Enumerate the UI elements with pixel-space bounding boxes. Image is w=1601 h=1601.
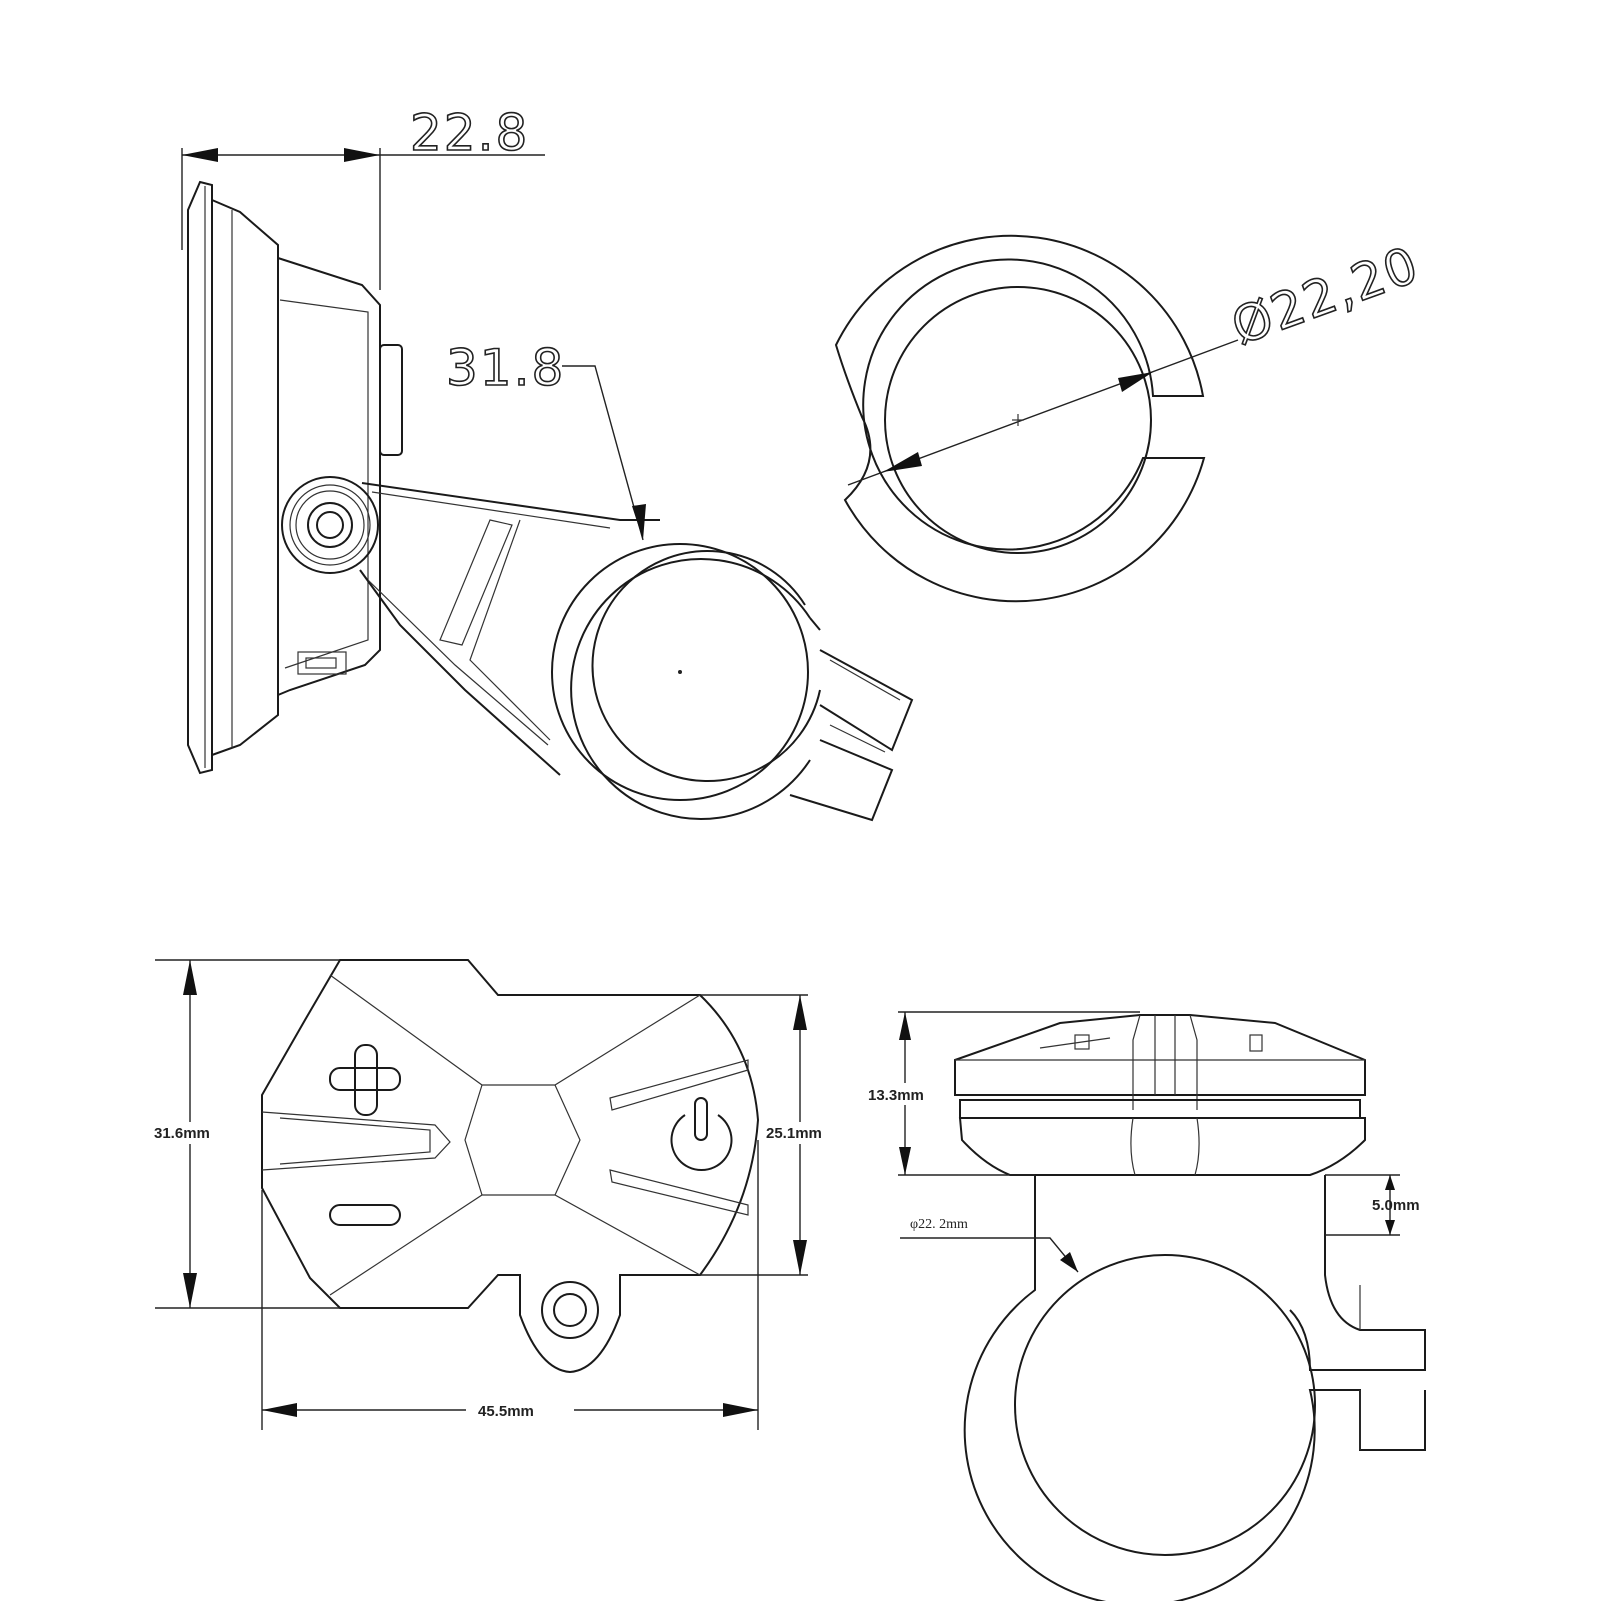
- head-height-label: 13.3mm: [868, 1087, 924, 1104]
- clamp-body: [963, 1175, 1426, 1601]
- width-label: 22.8: [410, 104, 529, 162]
- gap-label: 5.0mm: [1372, 1197, 1420, 1214]
- gap-dimension: 5.0mm: [1325, 1174, 1420, 1236]
- ring-view: Ø22,20: [834, 234, 1428, 603]
- ring-diameter-label: Ø22,20: [1224, 235, 1427, 356]
- mount-hole: [541, 1281, 599, 1339]
- width-label: 45.5mm: [478, 1403, 534, 1420]
- inner-height-label: 25.1mm: [766, 1125, 822, 1142]
- mount-arm: [359, 482, 660, 776]
- inner-height-dimension: 25.1mm: [700, 994, 840, 1276]
- hinge-bolt: [281, 476, 379, 574]
- clamp-view: 13.3mm 5.0mm φ22. 2mm: [866, 1011, 1426, 1601]
- display-body: [187, 180, 403, 775]
- height-dimension: 31.6mm: [150, 959, 340, 1309]
- clamp-ring: [551, 543, 914, 822]
- clamp-diameter-label: φ22. 2mm: [910, 1217, 968, 1232]
- head-height-dimension: 13.3mm: [866, 1011, 1140, 1176]
- clamp-diameter-dimension: φ22. 2mm: [900, 1217, 1079, 1273]
- plus-icon: [329, 1044, 401, 1116]
- front-view: 31.6mm 25.1mm 45.5mm: [150, 959, 840, 1430]
- side-view: 22.8: [181, 103, 914, 822]
- power-icon: [670, 1097, 733, 1172]
- minus-icon: [329, 1204, 401, 1226]
- width-dimension: 45.5mm: [261, 1140, 759, 1430]
- clamp-label: 31.8: [446, 339, 565, 397]
- clamp-dimension: 31.8: [445, 338, 646, 541]
- display-head: [954, 1014, 1366, 1176]
- width-dimension: 22.8: [181, 103, 545, 290]
- height-label: 31.6mm: [154, 1125, 210, 1142]
